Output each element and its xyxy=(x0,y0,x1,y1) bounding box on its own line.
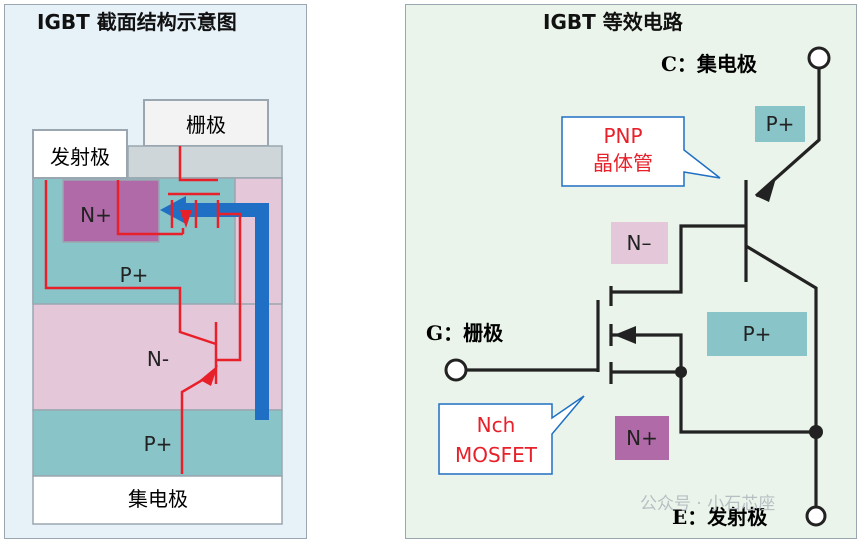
right-collector-label: C：集电极 xyxy=(661,52,758,76)
pnp-callout xyxy=(561,116,721,187)
box-p-plus-mid-label: P+ xyxy=(743,322,772,346)
collector-terminal xyxy=(807,46,831,70)
emitter-box xyxy=(32,129,128,179)
mosfet-callout xyxy=(438,395,585,475)
box-n-minus-label: N– xyxy=(627,231,652,255)
n-plus-label: N+ xyxy=(80,203,112,227)
pnp-callout-line1: PNP xyxy=(603,124,642,148)
pnp-callout-line2: 晶体管 xyxy=(593,151,653,175)
p-plus-bottom-label: P+ xyxy=(144,432,173,456)
gate-label: 栅极 xyxy=(186,113,226,137)
box-p-plus-top xyxy=(755,106,805,142)
gate-terminal xyxy=(444,358,468,382)
collector-metal xyxy=(32,475,283,525)
mosfet-arrowhead xyxy=(180,210,192,228)
right-title: IGBT 等效电路 xyxy=(543,10,683,34)
mosfet-callout-line1: Nch xyxy=(477,413,516,437)
watermark: 公众号 · 小石芯座 xyxy=(640,494,775,514)
gate-box xyxy=(143,99,269,147)
electron-current-path xyxy=(186,203,269,420)
right-emitter-label: E：发射极 xyxy=(672,505,768,529)
junction-node-1 xyxy=(675,366,687,378)
emitter-label: 发射极 xyxy=(50,145,110,169)
mosfet-channel-arrow xyxy=(614,326,636,344)
n-minus-label: N- xyxy=(147,347,169,371)
right-gate-label: G：栅极 xyxy=(426,321,504,345)
mosfet-callout-line2: MOSFET xyxy=(455,443,538,467)
junction-node-2 xyxy=(809,425,823,439)
left-title: IGBT 截面结构示意图 xyxy=(37,10,237,34)
overlay-circuit xyxy=(44,146,242,474)
pnp-emitter-arrow xyxy=(756,178,776,202)
p-plus-top-label: P+ xyxy=(120,263,149,287)
p-plus-bottom-region xyxy=(32,409,283,477)
n-plus-region xyxy=(62,179,160,243)
box-p-plus-mid xyxy=(707,312,807,356)
box-n-minus xyxy=(611,222,668,264)
box-n-plus xyxy=(615,416,669,460)
box-p-plus-top-label: P+ xyxy=(766,112,795,136)
box-n-plus-label: N+ xyxy=(626,426,658,450)
emitter-terminal xyxy=(805,505,827,527)
collector-label: 集电极 xyxy=(128,487,188,511)
pnp-arrowhead xyxy=(200,365,218,386)
